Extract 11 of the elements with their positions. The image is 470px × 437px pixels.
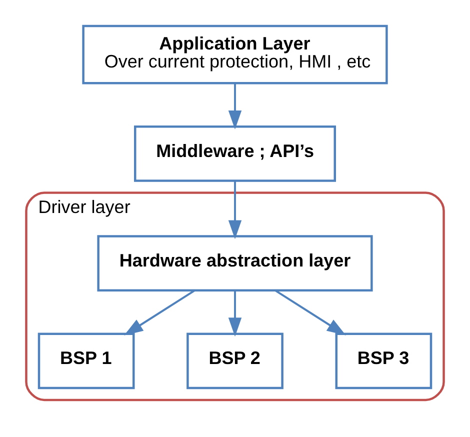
node-box: BSP 1: [38, 332, 135, 389]
node-box: Application Layer Over current protection, HMI , etc: [82, 24, 388, 84]
arrow: [228, 82, 242, 129]
arrow: [274, 289, 346, 335]
node-box: Hardware abstraction layer: [97, 234, 373, 291]
node-box: Middleware ; API’s: [134, 125, 336, 182]
node-box: BSP 2: [186, 332, 284, 389]
node-box: BSP 3: [335, 332, 432, 389]
arrow: [124, 289, 196, 335]
arrow: [228, 180, 242, 239]
arrow: [228, 290, 242, 336]
